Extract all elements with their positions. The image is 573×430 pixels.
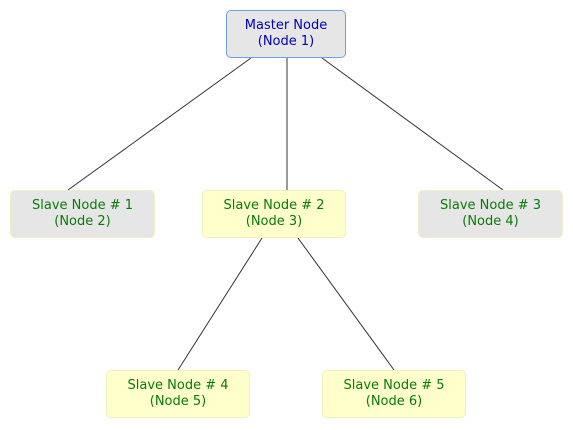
edge-master-slave1 bbox=[67, 57, 252, 191]
node-id: (Node 5) bbox=[149, 394, 207, 409]
node-id: (Node 6) bbox=[365, 394, 423, 409]
slave-node-1[interactable]: Slave Node # 1 (Node 2) bbox=[10, 190, 155, 238]
slave-node-3[interactable]: Slave Node # 3 (Node 4) bbox=[418, 190, 563, 238]
slave-node-5[interactable]: Slave Node # 5 (Node 6) bbox=[322, 370, 466, 418]
node-title: Slave Node # 5 bbox=[343, 378, 445, 393]
node-title: Master Node bbox=[244, 18, 328, 33]
node-title: Slave Node # 1 bbox=[31, 198, 133, 213]
node-id: (Node 3) bbox=[245, 214, 303, 229]
edge-master-slave3 bbox=[321, 57, 504, 191]
node-id: (Node 2) bbox=[54, 214, 111, 229]
node-title: Slave Node # 2 bbox=[223, 198, 325, 213]
node-title: Slave Node # 3 bbox=[439, 198, 541, 213]
node-id: (Node 4) bbox=[462, 214, 519, 229]
edge-slave2-slave4 bbox=[177, 237, 263, 371]
node-title: Slave Node # 4 bbox=[127, 378, 229, 393]
slave-node-4[interactable]: Slave Node # 4 (Node 5) bbox=[106, 370, 250, 418]
edge-slave2-slave5 bbox=[297, 237, 395, 371]
master-node[interactable]: Master Node (Node 1) bbox=[226, 10, 346, 58]
node-id: (Node 1) bbox=[257, 34, 315, 49]
slave-node-2[interactable]: Slave Node # 2 (Node 3) bbox=[202, 190, 346, 238]
